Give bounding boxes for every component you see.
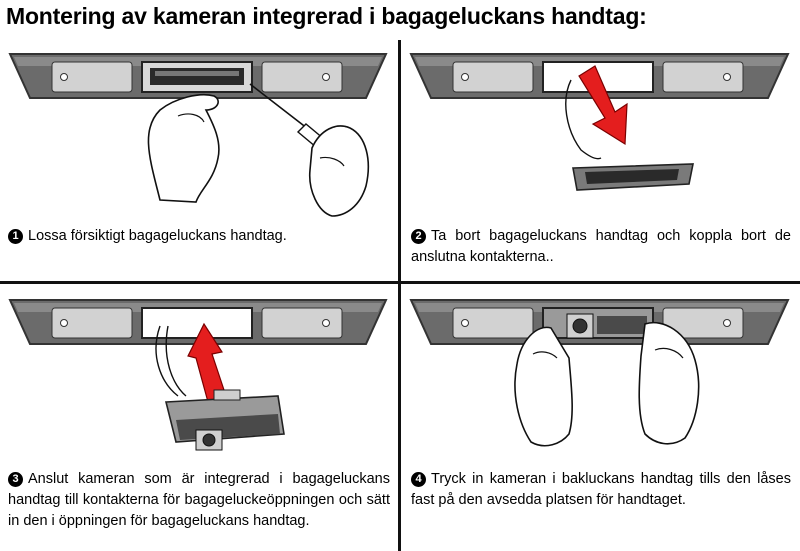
divider-vertical	[398, 40, 401, 551]
camera-icon	[566, 313, 647, 339]
page-title: Montering av kameran integrerad i bagage…	[6, 3, 647, 29]
hand-icon	[147, 94, 220, 203]
step-4-illustration	[409, 299, 790, 447]
hand-icon	[514, 326, 573, 447]
step-4-number: 4	[411, 472, 426, 487]
step-2-text: Ta bort bagageluckans handtag och koppla…	[411, 228, 791, 265]
step-2-number: 2	[411, 229, 426, 244]
arrow-icon	[578, 65, 628, 146]
step-1-illustration	[8, 53, 388, 217]
step-1-number: 1	[8, 229, 23, 244]
step-3-text: Anslut kameran som är integrerad i bagag…	[8, 471, 390, 529]
step-3-number: 3	[8, 472, 23, 487]
step-1-panel: 1 Lossa försiktigt bagageluckans handtag.	[0, 40, 398, 281]
step-2-illustration	[409, 53, 790, 191]
hand-icon	[638, 321, 700, 445]
camera-icon	[164, 389, 285, 451]
step-1-text: Lossa försiktigt bagageluckans handtag.	[28, 228, 287, 244]
step-1-caption: 1 Lossa försiktigt bagageluckans handtag.	[8, 226, 390, 247]
hand-icon	[308, 125, 370, 217]
step-4-text: Tryck in kameran i bakluckans handtag ti…	[411, 471, 791, 508]
arrow-icon	[187, 322, 227, 403]
step-3-illustration	[8, 299, 388, 451]
